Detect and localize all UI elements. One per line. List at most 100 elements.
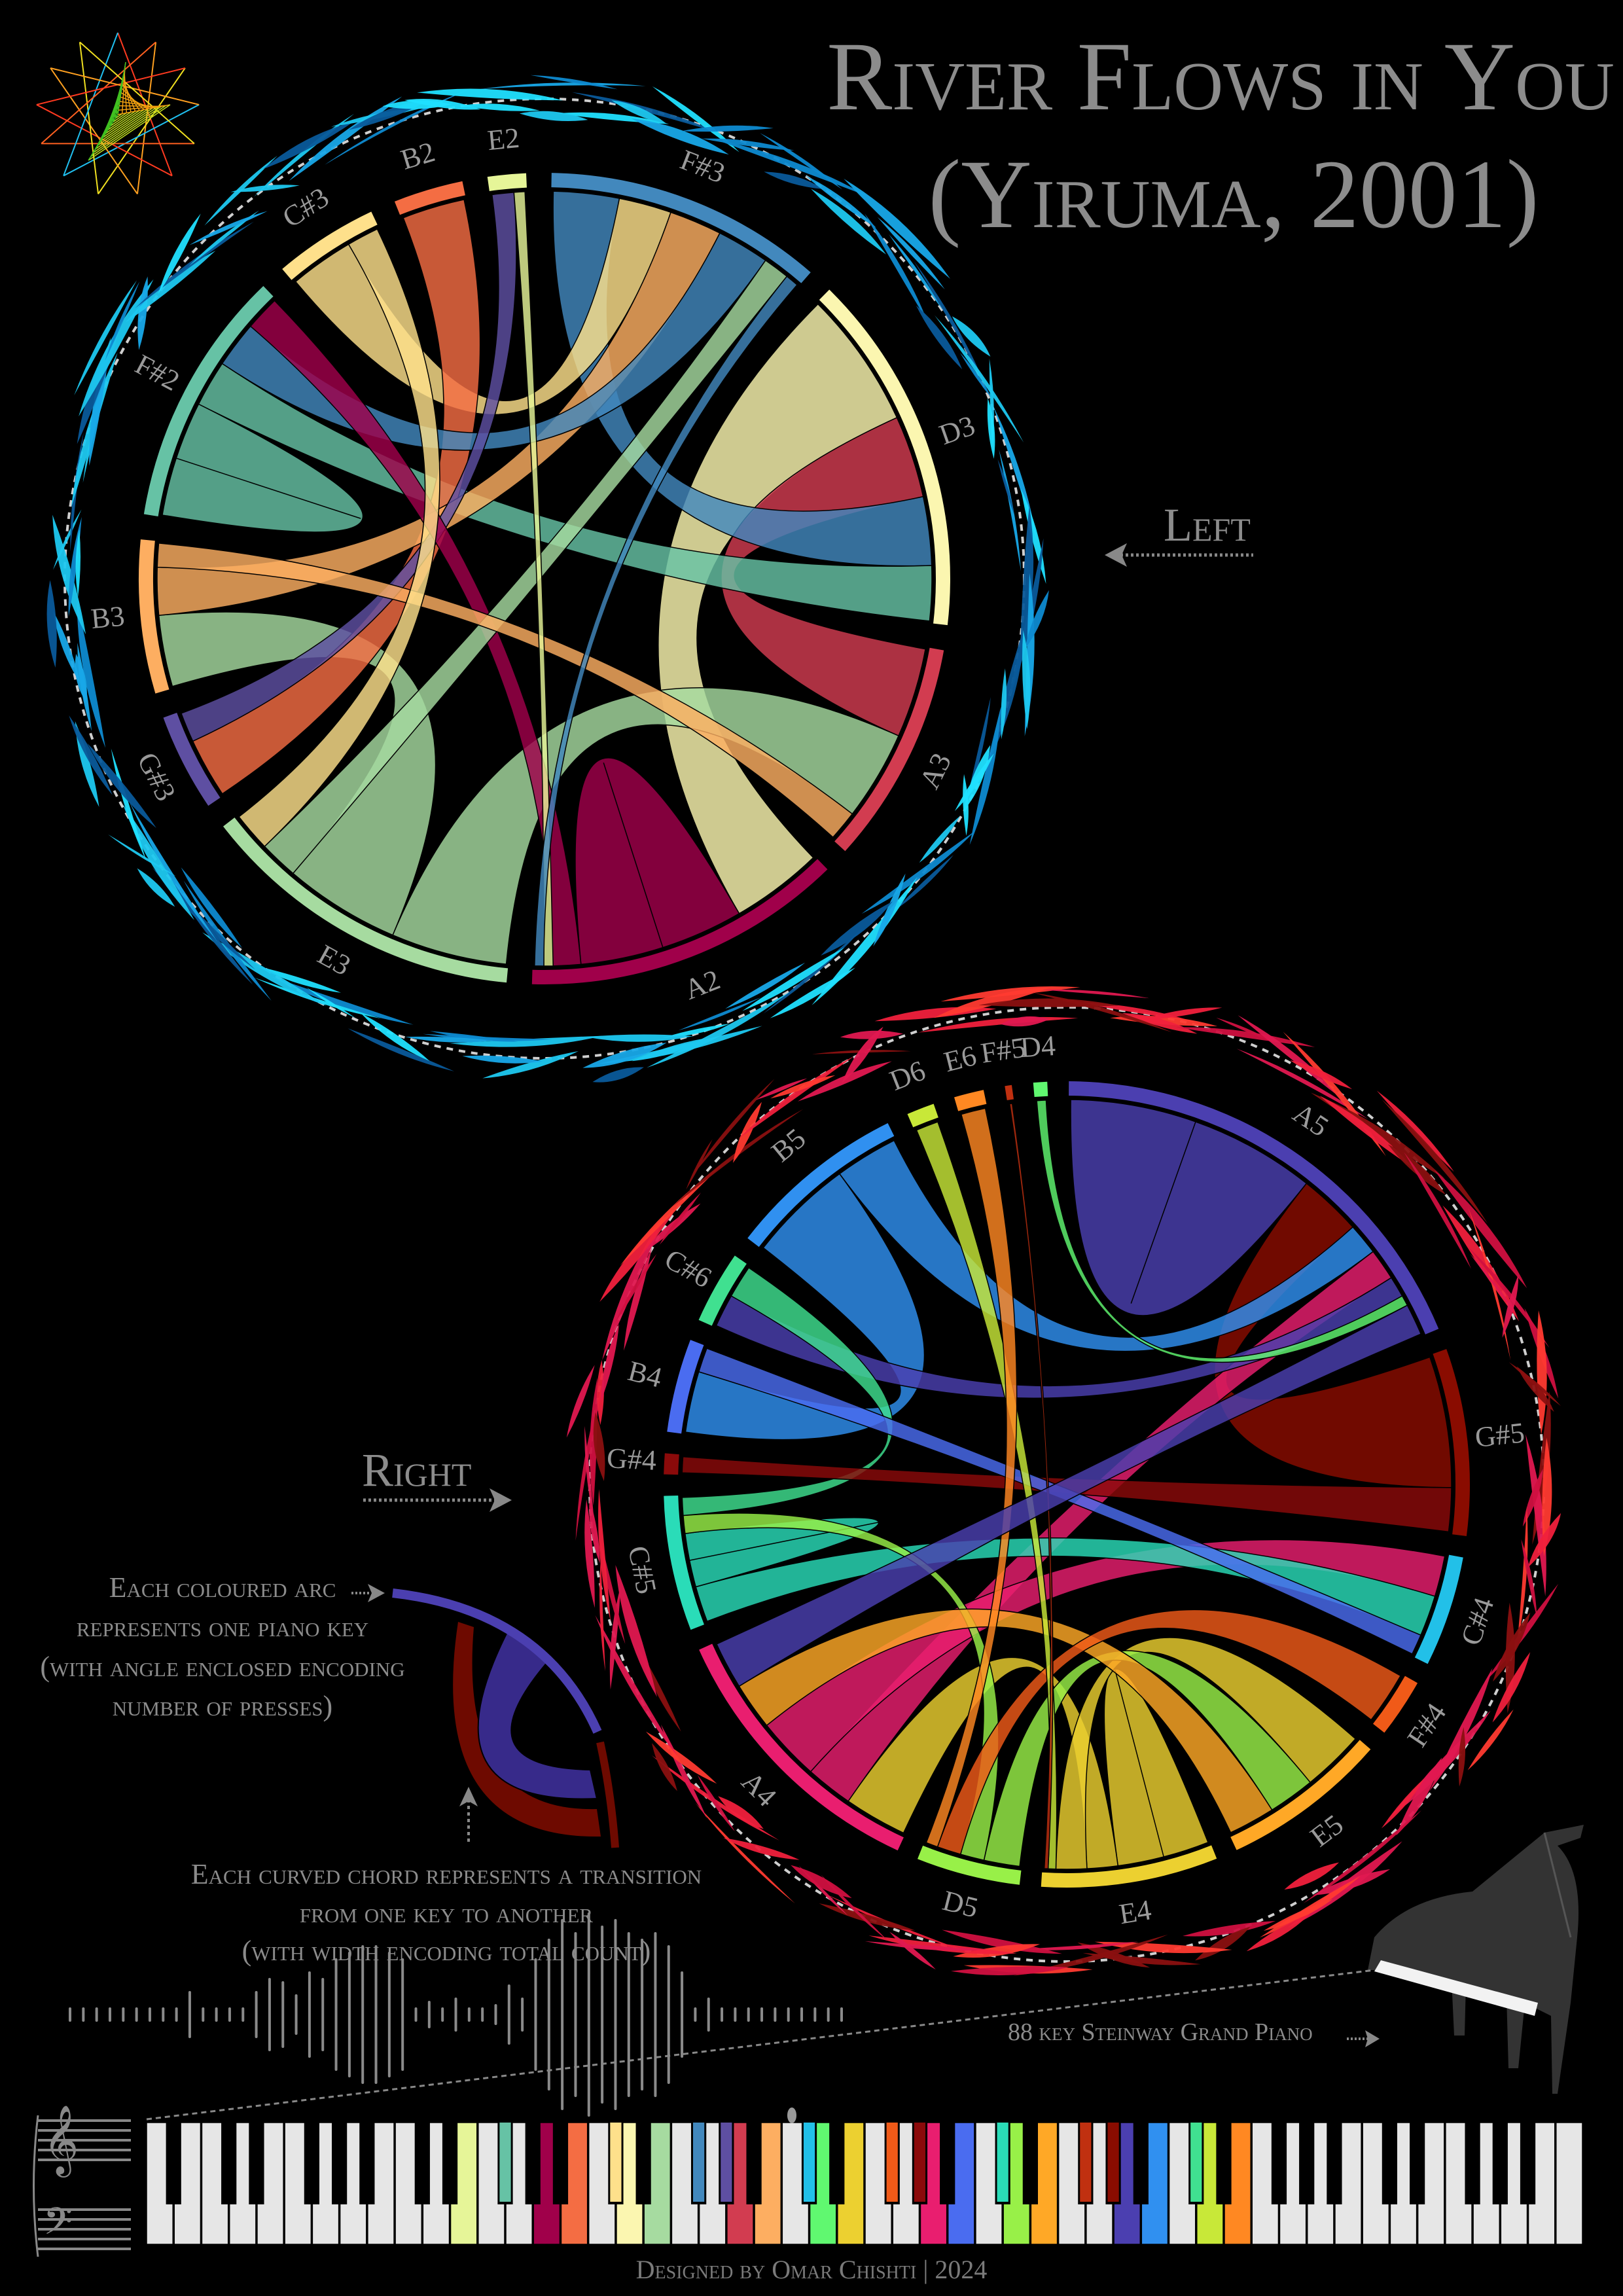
left-key-arc-E2 — [487, 173, 527, 191]
black-key-D#7[interactable] — [1412, 2123, 1423, 2202]
left-ribbon-swoosh — [764, 171, 824, 190]
black-key-C#2[interactable] — [416, 2123, 428, 2202]
legend-sample-red-chord — [453, 1622, 601, 1837]
right-ribbon-swoosh — [1469, 1253, 1517, 1315]
black-key-G#3[interactable] — [721, 2123, 732, 2202]
black-key-F#6[interactable] — [1273, 2123, 1285, 2202]
left-ribbon-swoosh — [450, 1035, 603, 1047]
left-ribbon-swoosh — [74, 280, 137, 395]
logo-line — [63, 32, 118, 176]
right-ribbon-swoosh — [1522, 1468, 1543, 1527]
right-chord-C#5-C#4 — [695, 1537, 1436, 1636]
black-key-G#2[interactable] — [527, 2123, 539, 2202]
right-ribbon-swoosh — [584, 1426, 594, 1522]
black-key-F#4[interactable] — [886, 2123, 898, 2202]
logo-line — [79, 42, 99, 194]
left-ribbon-swoosh — [256, 965, 342, 993]
black-key-C#4[interactable] — [803, 2123, 815, 2202]
black-key-D#3[interactable] — [637, 2123, 649, 2202]
right-chord-B5-B4 — [685, 1173, 925, 1441]
treble-clef-icon: 𝄞 — [43, 2104, 79, 2178]
left-ribbon-swoosh — [987, 398, 995, 459]
right-key-arc-D6 — [907, 1103, 938, 1128]
right-chord-D5-C#5 — [683, 1513, 999, 1861]
black-key-D#1[interactable] — [251, 2123, 262, 2202]
left-ribbon-swoosh — [430, 1031, 518, 1042]
black-key-F#3[interactable] — [693, 2123, 705, 2202]
black-key-A#5[interactable] — [1135, 2123, 1147, 2202]
white-key-C8[interactable] — [1556, 2122, 1583, 2245]
black-key-A#0[interactable] — [168, 2123, 179, 2202]
right-key-label: G#5 — [1473, 1416, 1526, 1454]
black-key-D#6[interactable] — [1218, 2123, 1230, 2202]
left-ribbon-swoosh — [482, 1051, 579, 1079]
black-key-A#7[interactable] — [1522, 2123, 1534, 2202]
left-chord-F#3-A2 — [534, 276, 798, 967]
logo-line — [103, 109, 145, 138]
note-marker-icon — [787, 2108, 796, 2123]
left-ribbon-swoosh — [1024, 590, 1049, 650]
right-ribbon-swoosh — [718, 1796, 764, 1829]
black-key-A#4[interactable] — [942, 2123, 954, 2202]
left-ribbon-swoosh — [77, 600, 106, 748]
left-key-label: E2 — [486, 122, 521, 156]
black-key-G#4[interactable] — [914, 2123, 926, 2202]
black-key-G#1[interactable] — [334, 2123, 346, 2202]
left-ribbon-swoosh — [966, 697, 991, 804]
black-key-G#5[interactable] — [1107, 2123, 1119, 2202]
black-key-D#2[interactable] — [444, 2123, 456, 2202]
right-ribbon-swoosh — [1284, 1862, 1340, 1890]
left-ribbon-swoosh — [895, 855, 954, 910]
black-key-F#5[interactable] — [1080, 2123, 1092, 2202]
black-key-C#5[interactable] — [997, 2123, 1008, 2202]
title-line-1: River Flows in You — [827, 22, 1614, 131]
left-key-arc-A3 — [834, 647, 944, 852]
right-ribbon-swoosh — [1458, 1727, 1466, 1787]
black-key-G#7[interactable] — [1494, 2123, 1506, 2202]
left-chord-F#2-D3 — [198, 363, 933, 622]
left-ribbon-swoosh — [479, 82, 646, 90]
piano-label: 88 key Steinway Grand Piano — [1008, 2018, 1313, 2046]
left-ribbon-swoosh — [861, 831, 975, 914]
black-key-A#6[interactable] — [1329, 2123, 1340, 2202]
logo-line — [115, 113, 123, 119]
black-key-F#1[interactable] — [306, 2123, 317, 2202]
right-key-label: A4 — [735, 1765, 783, 1813]
left-key-label: A3 — [913, 748, 957, 794]
black-key-F#7[interactable] — [1467, 2123, 1478, 2202]
right-ribbon-swoosh — [1263, 1899, 1333, 1931]
logo-line — [98, 67, 186, 194]
black-key-C#1[interactable] — [223, 2123, 235, 2202]
black-key-F#2[interactable] — [499, 2123, 511, 2202]
left-ribbon-swoosh — [69, 715, 113, 795]
left-key-arc-B3 — [139, 539, 169, 694]
left-chord-G#3-E2 — [180, 192, 517, 742]
right-chord-F#5-E4 — [1008, 1103, 1054, 1870]
left-key-arc-C#3 — [282, 211, 378, 280]
left-ribbon-swoosh — [462, 1055, 543, 1064]
right-ribbon-swoosh — [1042, 989, 1149, 999]
black-key-C#6[interactable] — [1190, 2123, 1202, 2202]
logo-line — [88, 104, 171, 161]
left-ribbon-swoosh — [459, 103, 540, 111]
right-hand-label: Right — [362, 1444, 472, 1496]
black-key-C#7[interactable] — [1383, 2123, 1395, 2202]
right-ribbon-swoosh — [738, 1056, 855, 1139]
right-ribbon-swoosh — [597, 1489, 611, 1622]
black-key-A#1[interactable] — [361, 2123, 373, 2202]
black-key-C#3[interactable] — [610, 2123, 622, 2202]
black-key-A#2[interactable] — [554, 2123, 567, 2202]
left-key-label: A2 — [680, 963, 724, 1006]
left-ribbon-swoosh — [53, 509, 82, 570]
title-line-2: (Yiruma, 2001) — [928, 140, 1539, 249]
left-ribbon-swoosh — [652, 86, 740, 152]
left-ribbon-swoosh — [963, 774, 969, 836]
right-chord-D4-A5 — [1036, 1100, 1408, 1363]
black-key-D#4[interactable] — [831, 2123, 843, 2202]
black-key-G#6[interactable] — [1301, 2123, 1313, 2202]
left-ribbon-swoosh — [889, 234, 943, 311]
black-key-A#3[interactable] — [748, 2123, 760, 2202]
right-ribbon-swoosh — [819, 1903, 916, 1931]
black-key-D#5[interactable] — [1024, 2123, 1036, 2202]
sound-waveform — [69, 1912, 843, 2117]
